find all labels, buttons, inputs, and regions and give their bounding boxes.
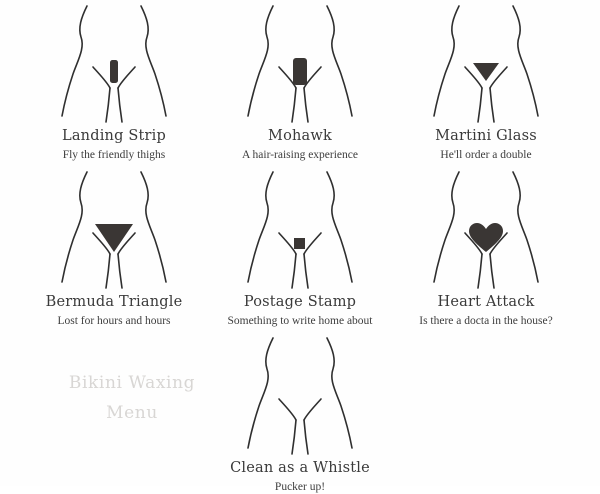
style-row-3: Clean as a Whistle Pucker up! <box>0 336 600 494</box>
figure-bermuda-triangle <box>21 170 207 292</box>
figure-martini-glass <box>393 4 579 126</box>
style-name: Clean as a Whistle <box>230 460 370 476</box>
figure-heart-attack <box>393 170 579 292</box>
style-row-2: Bermuda Triangle Lost for hours and hour… <box>0 170 600 328</box>
shape-wide-bar <box>293 58 307 85</box>
style-name: Bermuda Triangle <box>45 294 183 310</box>
style-tagline: A hair-raising experience <box>242 149 358 161</box>
style-name: Heart Attack <box>437 294 535 310</box>
style-name: Mohawk <box>268 128 332 144</box>
style-name: Landing Strip <box>62 128 166 144</box>
shape-small-inverted-triangle <box>473 63 499 81</box>
style-tagline: He'll order a double <box>440 149 532 161</box>
style-card-landing-strip: Landing Strip Fly the friendly thighs <box>21 4 207 162</box>
style-row-1: Landing Strip Fly the friendly thighs <box>0 4 600 162</box>
style-tagline: Lost for hours and hours <box>57 315 171 327</box>
style-tagline: Pucker up! <box>274 481 326 493</box>
shape-vertical-bar <box>110 60 118 83</box>
style-card-mohawk: Mohawk A hair-raising experience <box>207 4 393 162</box>
style-tagline: Something to write home about <box>227 315 373 327</box>
figure-clean-as-a-whistle <box>207 336 393 458</box>
style-tagline: Fly the friendly thighs <box>62 149 166 161</box>
style-card-postage-stamp: Postage Stamp Something to write home ab… <box>207 170 393 328</box>
figure-postage-stamp <box>207 170 393 292</box>
figure-mohawk <box>207 4 393 126</box>
style-card-heart-attack: Heart Attack Is there a docta in the hou… <box>393 170 579 328</box>
style-card-bermuda-triangle: Bermuda Triangle Lost for hours and hour… <box>21 170 207 328</box>
style-card-martini-glass: Martini Glass He'll order a double <box>393 4 579 162</box>
style-name: Martini Glass <box>435 128 537 144</box>
shape-small-square <box>294 238 305 249</box>
style-name: Postage Stamp <box>243 294 357 310</box>
figure-landing-strip <box>21 4 207 126</box>
shape-large-inverted-triangle <box>95 224 133 252</box>
style-card-clean-as-a-whistle: Clean as a Whistle Pucker up! <box>207 336 393 494</box>
style-tagline: Is there a docta in the house? <box>419 315 553 327</box>
shape-heart <box>469 223 503 252</box>
